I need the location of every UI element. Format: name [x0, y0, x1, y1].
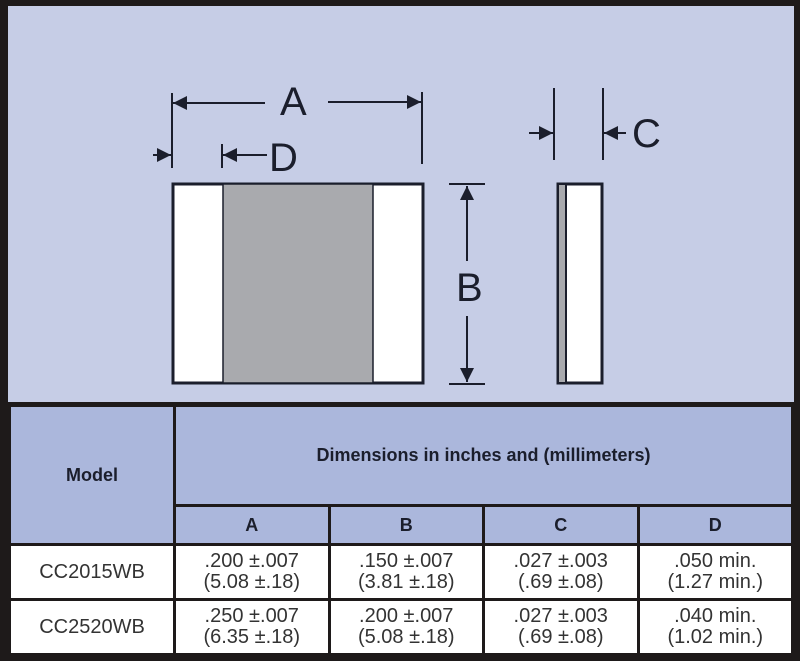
dim-c-cell: .027 ±.003(.69 ±.08) [482, 598, 640, 656]
dimension-label-d: D [269, 136, 298, 180]
dimensions-group-header: Dimensions in inches and (millimeters) [173, 404, 794, 507]
dim-d-cell: .050 min.(1.27 min.) [636, 543, 794, 601]
body-region [222, 183, 374, 384]
inches-value: .200 ±.007 [359, 605, 454, 627]
top-view-component [171, 182, 425, 385]
column-header-c: C [482, 504, 640, 546]
mm-value: (5.08 ±.18) [203, 571, 301, 593]
inches-value: .250 ±.007 [204, 605, 299, 627]
diagram-panel: A D B C [8, 6, 794, 402]
dimensions-table-container: Model Dimensions in inches and (millimet… [8, 404, 794, 657]
table-row: CC2015WB .200 ±.007(5.08 ±.18) .150 ±.00… [8, 543, 794, 601]
dimension-a-lines [171, 92, 423, 168]
dim-b-cell: .150 ±.007(3.81 ±.18) [327, 543, 485, 601]
model-column-header: Model [8, 404, 176, 546]
dimensions-table: Model Dimensions in inches and (millimet… [8, 404, 794, 656]
model-cell: CC2015WB [8, 543, 176, 601]
column-header-a: A [173, 504, 331, 546]
dimension-b-lines [449, 183, 485, 385]
inches-value: .150 ±.007 [359, 550, 454, 572]
dimension-label-a: A [280, 80, 307, 124]
mm-value: (.69 ±.08) [518, 571, 604, 593]
dim-c-cell: .027 ±.003(.69 ±.08) [482, 543, 640, 601]
inches-value: .027 ±.003 [513, 550, 608, 572]
mm-value: (5.08 ±.18) [357, 626, 455, 648]
inches-value: .040 min. [674, 605, 757, 627]
side-view-component [556, 182, 604, 385]
dimension-label-b: B [456, 266, 483, 310]
mm-value: (.69 ±.08) [518, 626, 604, 648]
component-drawing [153, 88, 626, 385]
mm-value: (1.27 min.) [667, 571, 764, 593]
dimension-label-c: C [632, 112, 661, 156]
mm-value: (1.02 min.) [667, 626, 764, 648]
inches-value: .027 ±.003 [513, 605, 608, 627]
column-header-d: D [636, 504, 794, 546]
dim-b-cell: .200 ±.007(5.08 ±.18) [327, 598, 485, 656]
dim-a-cell: .200 ±.007(5.08 ±.18) [173, 543, 331, 601]
mm-value: (3.81 ±.18) [357, 571, 455, 593]
table-row: CC2520WB .250 ±.007(6.35 ±.18) .200 ±.00… [8, 598, 794, 656]
inches-value: .050 min. [674, 550, 757, 572]
dim-d-cell: .040 min.(1.02 min.) [636, 598, 794, 656]
column-header-b: B [327, 504, 485, 546]
inches-value: .200 ±.007 [204, 550, 299, 572]
dimension-c-lines [529, 88, 626, 160]
model-cell: CC2520WB [8, 598, 176, 656]
dim-a-cell: .250 ±.007(6.35 ±.18) [173, 598, 331, 656]
dimension-d-lines [153, 144, 267, 168]
mm-value: (6.35 ±.18) [203, 626, 301, 648]
